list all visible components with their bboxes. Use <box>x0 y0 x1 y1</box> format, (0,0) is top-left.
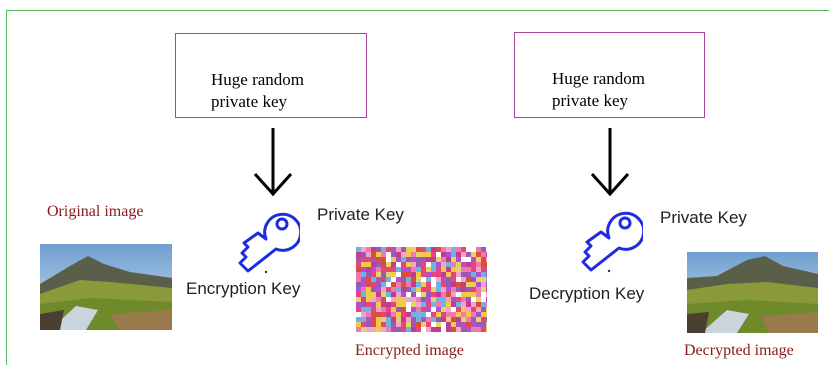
original-landscape-image <box>40 244 172 330</box>
encrypted-noise-image <box>356 247 487 332</box>
decryption-down-arrow-icon <box>590 128 630 197</box>
decrypted-landscape-image <box>687 252 818 333</box>
decryption-key-label: Decryption Key <box>529 284 645 303</box>
decryption-private-key-box-text: Huge random private key <box>552 69 646 110</box>
encryption-private-key-label: Private Key <box>317 205 404 224</box>
diagram-frame <box>6 10 829 365</box>
encryption-private-key-box: Huge random private key <box>175 33 367 118</box>
encryption-private-key-box-text: Huge random private key <box>211 70 305 111</box>
decryption-key-icon <box>581 211 643 273</box>
decryption-private-key-box: Huge random private key <box>514 32 705 118</box>
original-image-caption: Original image <box>47 203 144 220</box>
encryption-key-label: Encryption Key <box>186 279 301 298</box>
decryption-private-key-label: Private Key <box>660 208 747 227</box>
encrypted-image-caption: Encrypted image <box>355 342 464 359</box>
encryption-key-icon <box>238 212 300 274</box>
decrypted-image-caption: Decrypted image <box>684 342 794 359</box>
encryption-down-arrow-icon <box>253 128 293 197</box>
